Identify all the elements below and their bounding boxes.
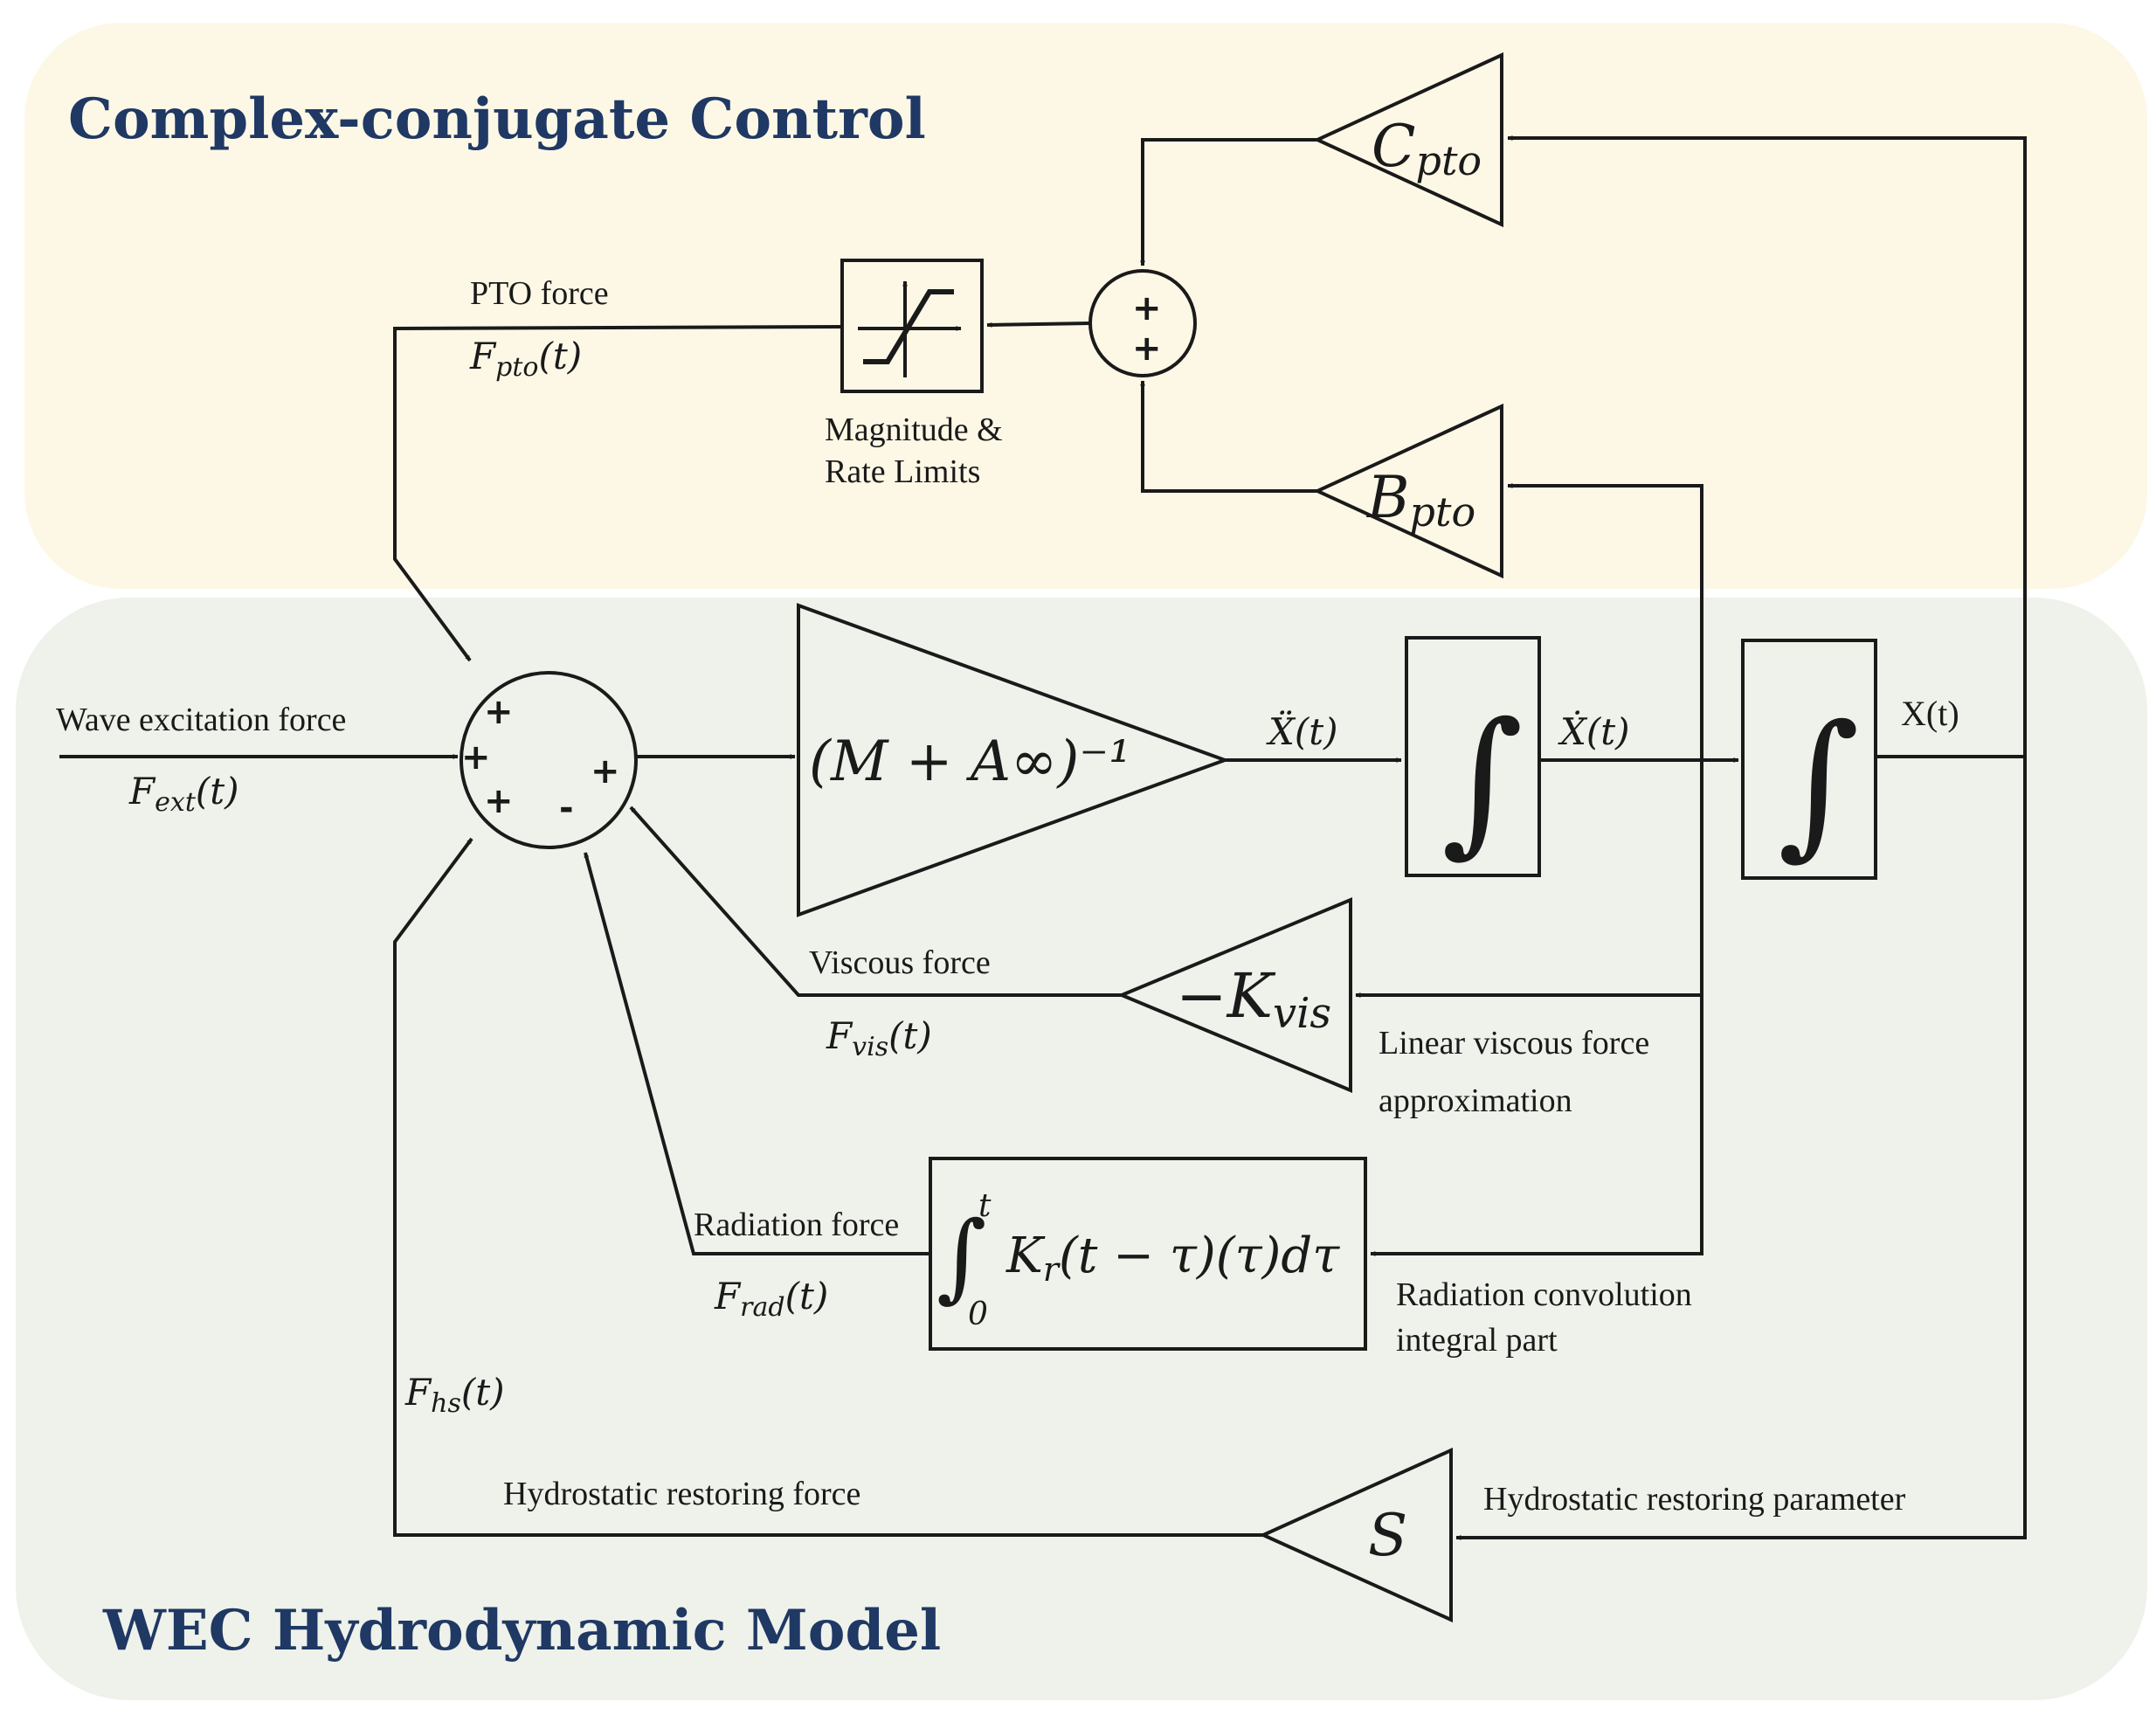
c-pto-gain-block[interactable] (1313, 52, 1503, 228)
radiation-conv-label-line1: Radiation convolution (1396, 1276, 1692, 1313)
b-pto-gain-block[interactable] (1313, 403, 1503, 579)
saturation-icon (858, 280, 962, 377)
main-sum-sign-minus: - (559, 788, 574, 828)
inverse-mass-gain-block[interactable] (797, 603, 1230, 917)
x-dot-label: Ẋ(t) (1558, 709, 1630, 753)
viscous-force-label: Viscous force (809, 944, 991, 981)
linear-viscous-label-line1: Linear viscous force (1379, 1025, 1649, 1062)
main-sum-sign-right: + (591, 751, 620, 792)
model-region (16, 598, 2147, 1700)
x-label: X(t) (1901, 694, 1959, 733)
svg-text:∫: ∫ (936, 1200, 986, 1312)
stiffness-label: S (1368, 1502, 1407, 1569)
integrator-1-symbol: ∫ (1441, 689, 1524, 872)
integrator-1-block[interactable] (1405, 636, 1541, 877)
hydrostatic-force-label: Hydrostatic restoring force (503, 1476, 860, 1512)
b-pto-label: Bpto (1366, 464, 1475, 536)
control-sum-sign-top: + (1132, 288, 1162, 328)
f-hs-label: Fhs(t) (404, 1371, 505, 1419)
radiation-conv-label-line2: integral part (1396, 1322, 1558, 1359)
c-pto-label: Cpto (1372, 113, 1482, 184)
f-rad-label: Frad(t) (714, 1275, 828, 1323)
integrator-2-symbol: ∫ (1778, 692, 1860, 875)
neg-k-vis-label: −Kvis (1176, 960, 1331, 1038)
linear-viscous-label-line2: approximation (1379, 1082, 1572, 1119)
saturation-block[interactable] (840, 259, 984, 393)
stiffness-gain-block[interactable] (1259, 1447, 1453, 1623)
control-region (24, 23, 2147, 589)
svg-text:0: 0 (968, 1297, 988, 1332)
limits-label-line1: Magnitude & (825, 411, 1003, 448)
control-sum-sign-bottom: + (1132, 328, 1162, 369)
wave-excitation-label: Wave excitation force (56, 702, 346, 738)
inverse-mass-label: (M + A∞)⁻¹ (809, 730, 1131, 794)
main-summing-junction[interactable] (460, 671, 638, 849)
f-ext-label: Fext(t) (128, 770, 239, 818)
svg-text:Kr(t − τ)(τ)dτ: Kr(t − τ)(τ)dτ (1005, 1228, 1340, 1289)
limits-label-line2: Rate Limits (825, 453, 980, 490)
main-sum-sign-lower-left: + (484, 781, 514, 821)
signal-wires (59, 135, 2027, 1540)
integrator-2-block[interactable] (1741, 639, 1877, 880)
viscous-gain-block[interactable] (1116, 897, 1352, 1093)
f-vis-label: Fvis(t) (826, 1014, 932, 1062)
hydrostatic-param-label: Hydrostatic restoring parameter (1483, 1481, 1906, 1518)
control-region-title: Complex-conjugate Control (68, 86, 926, 152)
svg-text:t: t (978, 1188, 992, 1224)
x-ddot-label: Ẍ(t) (1266, 709, 1338, 753)
main-sum-sign-top: + (484, 692, 514, 732)
f-pto-label: Fpto(t) (469, 335, 582, 383)
model-region-title: WEC Hydrodynamic Model (102, 1598, 941, 1663)
main-sum-sign-left: + (461, 737, 491, 778)
pto-force-label: PTO force (470, 275, 609, 312)
radiation-force-label: Radiation force (694, 1207, 899, 1243)
convolution-expression: ∫ t 0 Kr(t − τ)(τ)dτ (936, 1188, 1340, 1332)
